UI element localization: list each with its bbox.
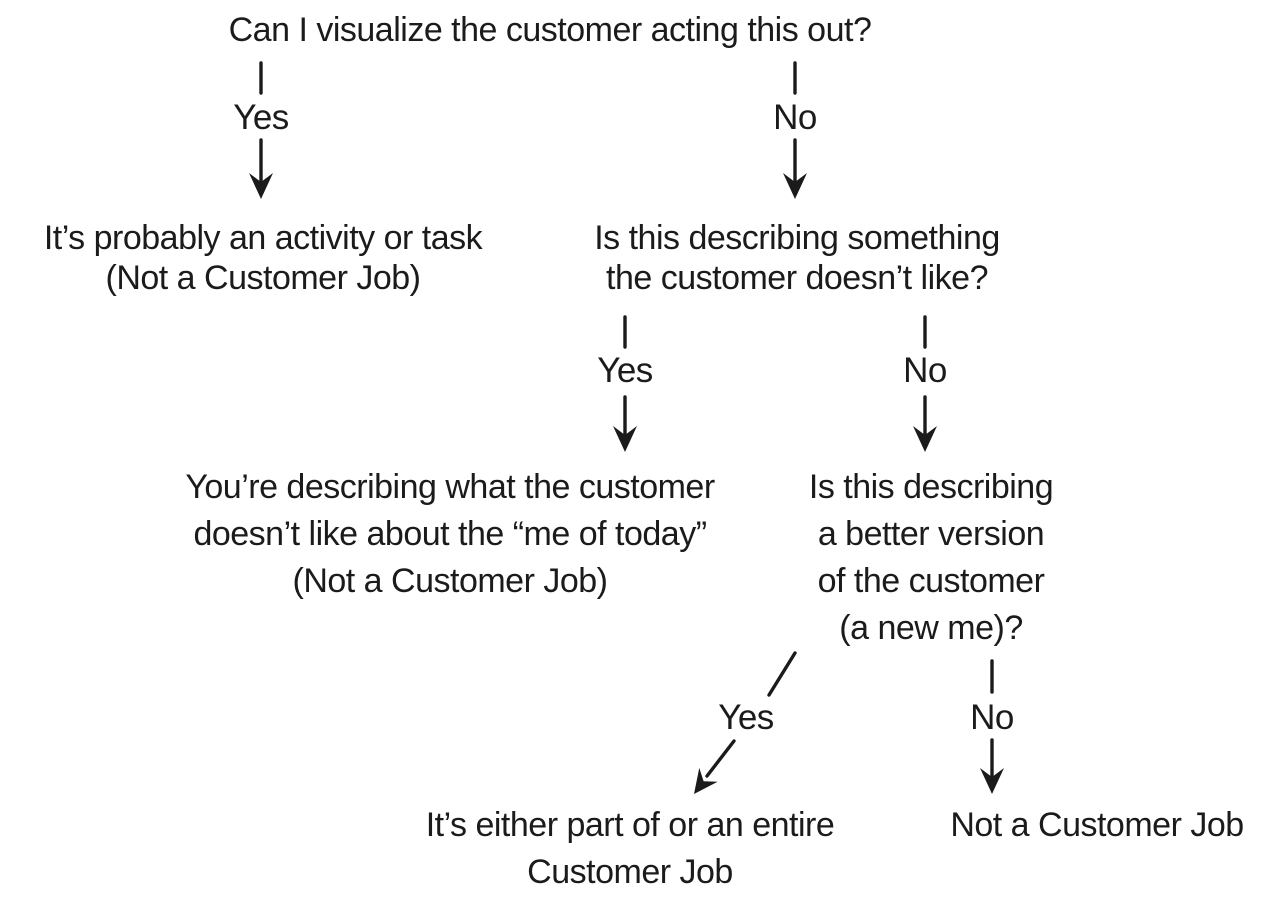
node-question-better-version: Is this describing a better version of t… [781, 464, 1081, 652]
level3-yes-arrow-line [705, 739, 736, 778]
node-me-of-today-line: (Not a Customer Job) [292, 562, 609, 600]
level1-yes-arrowhead [249, 173, 273, 199]
node-activity-task-line: (Not a Customer Job) [105, 259, 422, 297]
node-question-better-version-line: (a new me)? [839, 609, 1023, 647]
node-me-of-today: You’re describing what the customer does… [120, 464, 780, 605]
node-not-customer-job-line: Not a Customer Job [950, 806, 1244, 844]
node-root-question-line: Can I visualize the customer acting this… [228, 11, 872, 49]
node-customer-job-line: Customer Job [527, 853, 733, 891]
node-customer-job: It’s either part of or an entire Custome… [370, 802, 890, 896]
node-question-dislike-line: the customer doesn’t like? [606, 259, 988, 297]
node-activity-task: It’s probably an activity or task (Not a… [0, 218, 526, 298]
node-me-of-today-line: doesn’t like about the “me of today” [193, 515, 707, 553]
level3-yes-slash [767, 651, 797, 697]
level3-yes-label: Yes [718, 698, 774, 737]
node-root-question: Can I visualize the customer acting this… [150, 10, 950, 50]
node-activity-task-line: It’s probably an activity or task [43, 219, 483, 257]
node-question-better-version-line: a better version [817, 515, 1045, 553]
node-question-better-version-line: Is this describing [808, 468, 1054, 506]
level2-no-arrowhead [913, 426, 937, 452]
level1-no-label: No [773, 98, 817, 137]
level2-yes-arrowhead [613, 426, 637, 452]
node-customer-job-line: It’s either part of or an entire [425, 806, 835, 844]
level3-no-label: No [970, 698, 1014, 737]
level3-no-arrowhead [980, 768, 1004, 794]
level2-yes-label: Yes [597, 351, 653, 390]
node-not-customer-job: Not a Customer Job [917, 802, 1277, 849]
level2-no-label: No [903, 351, 947, 390]
node-question-dislike-line: Is this describing something [594, 219, 1000, 257]
level3-yes-arrowhead [694, 767, 718, 794]
level1-no-arrowhead [783, 173, 807, 199]
node-question-dislike: Is this describing something the custome… [567, 218, 1027, 298]
node-question-better-version-line: of the customer [817, 562, 1045, 600]
node-me-of-today-line: You’re describing what the customer [185, 468, 715, 506]
level1-yes-label: Yes [233, 98, 289, 137]
